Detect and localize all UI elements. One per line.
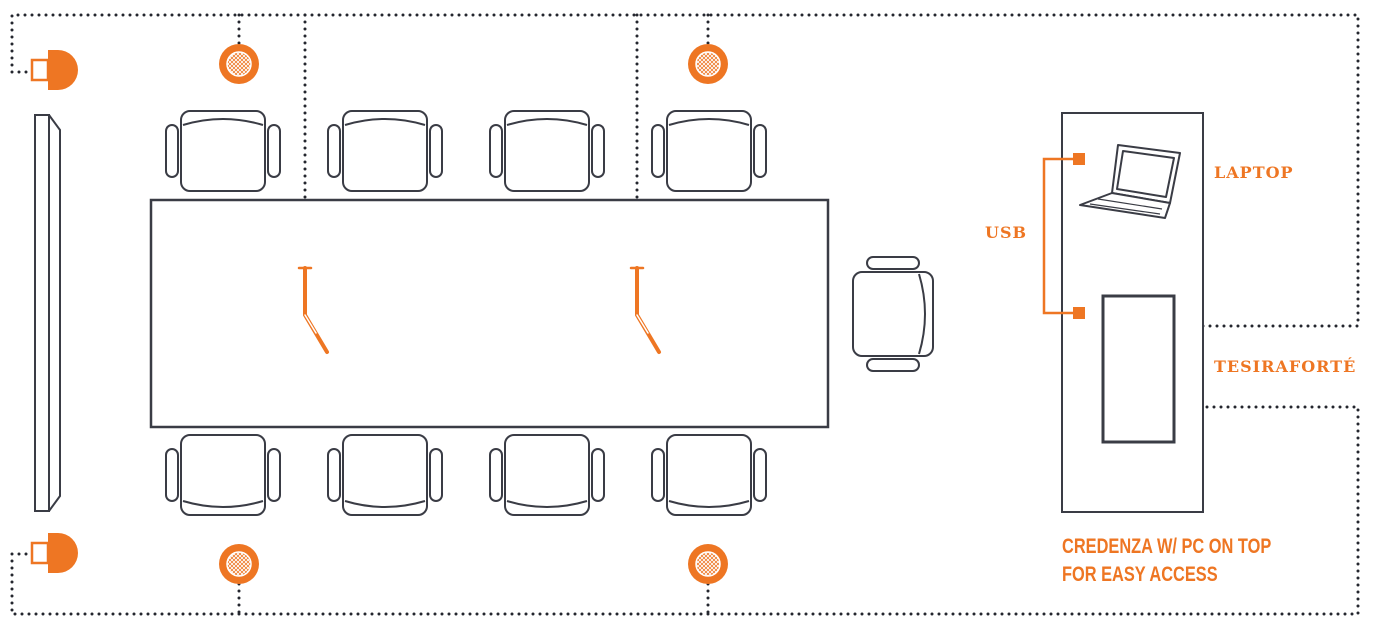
chair-icon — [489, 110, 605, 192]
credenza-note-line-2: FOR EASY ACCESS — [1062, 563, 1218, 586]
usb-connection — [1042, 153, 1085, 319]
chair-icon — [651, 434, 767, 516]
chair-icon — [327, 110, 443, 192]
chair-icon — [165, 434, 281, 516]
tesiraforte-unit — [1101, 294, 1176, 444]
ceiling-speaker-icon — [688, 544, 728, 584]
tesiraforte-label: TESIRAFORTÉ — [1214, 357, 1357, 376]
wall-display-icon — [34, 114, 61, 512]
chair-icon — [489, 434, 605, 516]
chair-icon — [327, 434, 443, 516]
gooseneck-microphone-icon — [629, 266, 661, 354]
laptop-icon — [1079, 144, 1181, 219]
gooseneck-microphone-icon — [297, 266, 329, 354]
credenza-note-line-1: CREDENZA W/ PC ON TOP — [1062, 535, 1272, 558]
chair-icon — [165, 110, 281, 192]
laptop-label: LAPTOP — [1214, 163, 1294, 182]
wall-speaker-icon — [30, 533, 78, 573]
credenza-note: CREDENZA W/ PC ON TOP FOR EASY ACCESS — [1062, 533, 1271, 589]
chair-icon — [651, 110, 767, 192]
conference-table — [149, 198, 830, 429]
ceiling-speaker-icon — [688, 44, 728, 84]
wall-speaker-icon — [30, 50, 78, 90]
usb-label: USB — [985, 223, 1028, 242]
ceiling-speaker-icon — [219, 544, 259, 584]
chair-icon — [852, 256, 934, 372]
wire-bottom-loop — [10, 405, 1360, 616]
ceiling-speaker-icon — [219, 44, 259, 84]
